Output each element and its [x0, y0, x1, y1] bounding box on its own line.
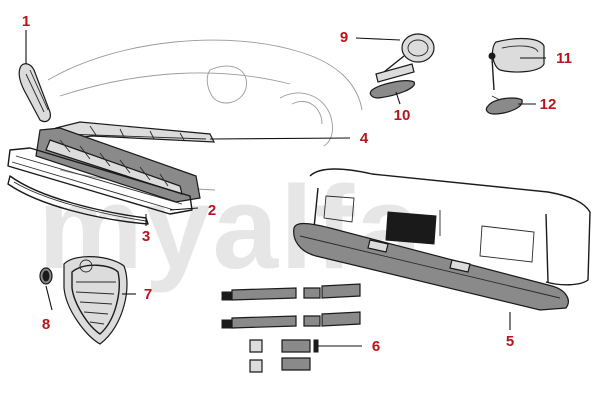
callout-3: 3	[142, 228, 150, 245]
callout-9: 9	[340, 29, 348, 46]
part-9-side-mirror	[375, 33, 435, 83]
part-1-side-indicator	[18, 63, 51, 123]
callout-2: 2	[208, 202, 216, 219]
callout-8: 8	[42, 316, 50, 333]
callout-7: 7	[144, 286, 152, 303]
callout-11: 11	[556, 50, 572, 67]
part-7-shield-grille	[63, 256, 128, 345]
callout-12: 12	[540, 96, 557, 113]
callout-6: 6	[372, 338, 380, 355]
part-12-mirror-base	[485, 95, 523, 115]
callout-5: 5	[506, 333, 514, 350]
part-4-upper-grille	[55, 121, 215, 143]
part-11-interior-mirror	[488, 37, 545, 91]
callout-10: 10	[394, 107, 411, 124]
part-6-brackets	[221, 283, 361, 373]
callout-4: 4	[360, 130, 369, 147]
part-10-mirror-base	[369, 80, 415, 99]
part-2-front-grille	[7, 127, 201, 215]
part-5-rear-bumper	[293, 222, 569, 311]
part-8-emblem	[39, 267, 53, 285]
part-3-lower-trim	[7, 175, 149, 225]
callout-1: 1	[22, 13, 30, 30]
leader-lines	[25, 30, 546, 347]
